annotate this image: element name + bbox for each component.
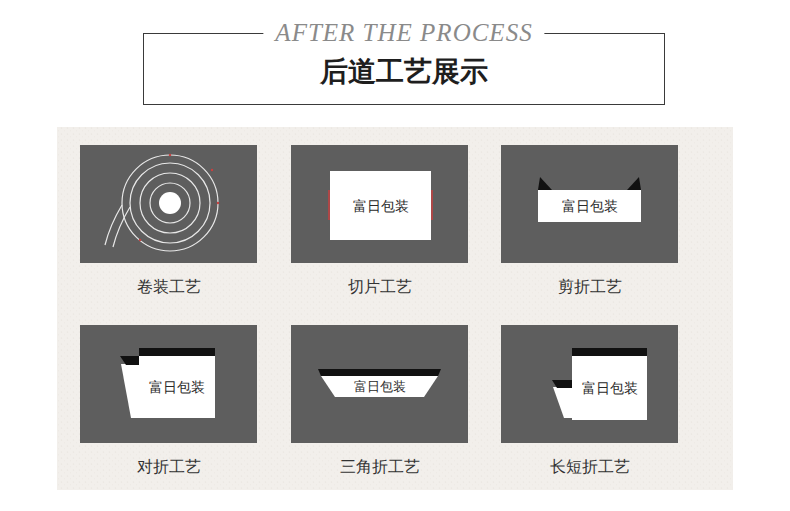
process-tile: 长短折工艺 富日包装 [501, 325, 678, 477]
process-tile: 剪折工艺富日包装 [501, 145, 678, 297]
packaging-card: 富日包装 [330, 171, 431, 240]
brand-text: 富日包装 [562, 197, 618, 215]
packaging-card: 富日包装 [139, 348, 215, 418]
brand-text: 富日包装 [149, 378, 205, 396]
title-text: 后道工艺展示 [144, 54, 664, 90]
brand-text: 富日包装 [354, 378, 406, 395]
brand-text: 富日包装 [582, 379, 638, 397]
process-tile: 切片工艺富日包装 [291, 145, 468, 297]
title-box: AFTER THE PROCESS后道工艺展示 [143, 33, 665, 105]
process-tile: 三角折工艺富日包装 [291, 325, 468, 477]
process-tile: 对折工艺 富日包装 [80, 325, 257, 477]
process-caption: 剪折工艺 [501, 276, 678, 298]
process-caption: 长短折工艺 [501, 456, 678, 478]
textured-panel [57, 127, 733, 490]
packaging-card: 富日包装 [318, 369, 441, 397]
process-tile: 卷装工艺 [80, 145, 257, 297]
packaging-card: 富日包装 [538, 190, 641, 222]
packaging-card: 富日包装 [572, 348, 647, 420]
process-caption: 卷装工艺 [80, 276, 257, 298]
process-caption: 对折工艺 [80, 456, 257, 478]
process-illustration [80, 145, 257, 263]
dark-tile [80, 145, 257, 263]
brand-text: 富日包装 [353, 197, 409, 215]
process-caption: 切片工艺 [291, 276, 468, 298]
process-caption: 三角折工艺 [291, 456, 468, 478]
english-heading: AFTER THE PROCESS [263, 18, 544, 48]
